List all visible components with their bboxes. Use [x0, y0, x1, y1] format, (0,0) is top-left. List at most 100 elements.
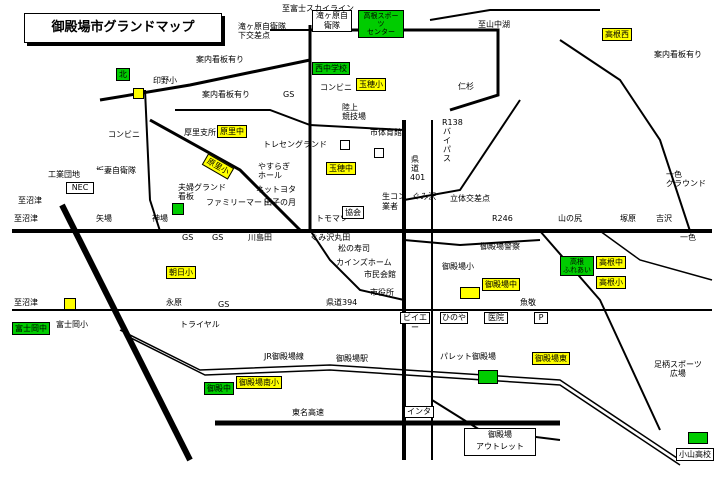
label-tomei: 東名高速	[292, 408, 324, 417]
label-konbini-1: コンビニ	[320, 83, 352, 92]
label-palette: パレット御殿場	[440, 352, 496, 361]
yamanakako-road	[310, 28, 500, 112]
label-sign-mid: 案内看板有り	[202, 90, 250, 99]
label-isshiki-ground: 一色 グラウンド	[666, 170, 706, 188]
label-sign-right: 案内看板有り	[654, 50, 702, 59]
label-shiminkaikan: 市民会館	[364, 270, 396, 279]
asahi-sho-school: 朝日小	[166, 266, 196, 279]
label-toreseng: トレセングランド	[263, 140, 327, 149]
palette-marker	[478, 370, 498, 384]
label-kumisawa-ta: ぐみ沢丸田	[310, 233, 351, 242]
haruri-road	[175, 109, 405, 131]
tamaho-sho-school: 玉穂小	[356, 78, 386, 91]
label-netto: ネットヨタ	[256, 185, 296, 194]
label-rikujo: 陸上 競技場	[342, 103, 366, 121]
tamaho-chu-school: 玉穂中	[326, 162, 356, 175]
outlet-building: 御殿場 アウトレット	[464, 428, 536, 456]
label-ashigara: 足柄スポーツ 広場	[654, 360, 702, 378]
label-toraiya: トライヤル	[180, 320, 220, 329]
label-yabashi: 矢場	[96, 214, 112, 223]
clinic: 医院	[484, 312, 508, 324]
label-kokusai: 厚里支所	[184, 128, 216, 137]
kouri-chu-school: 原里中	[217, 125, 247, 138]
label-ichiiro: 一色	[680, 233, 696, 242]
label-route-138: R138バイパス	[442, 118, 463, 163]
parking: P	[534, 312, 548, 324]
label-seikon: 生コン	[382, 192, 406, 201]
label-gotemba-sho-text: 御殿場小	[442, 262, 474, 271]
gym-marker	[374, 148, 384, 158]
label-takigahara-junction: 滝ヶ原自衛隊 下交差点	[238, 22, 286, 40]
jr-railway-2	[124, 334, 681, 466]
label-yamanojiri: 山の尻	[558, 214, 582, 223]
label-kumisawa: ぐみ沢	[412, 192, 437, 201]
label-inno-school: 印野小	[153, 76, 177, 85]
label-tomatsu: トモマツ	[316, 214, 348, 223]
label-gyoumu: 業者	[382, 202, 398, 211]
label-konbini-2: コンビニ	[108, 130, 140, 139]
inter-box: インター	[404, 406, 434, 426]
label-tsukahara: 塚原	[620, 214, 636, 223]
takane-nishi-school: 高根西	[602, 28, 632, 41]
takigahara-school: 滝ヶ原自衛隊	[312, 10, 352, 32]
label-yasuragi: やすらぎ ホール	[258, 162, 290, 180]
gotemba-higashi-school: 御殿場東	[532, 352, 570, 365]
gotemba-sho-marker	[460, 287, 480, 299]
label-fujioka-sho: 富士岡小	[56, 320, 88, 329]
gotemba-chu-school: 御殿場中	[482, 278, 520, 291]
label-kendo-401: 県道401	[410, 155, 426, 182]
north-east-road	[429, 9, 600, 21]
kouri-diagonal	[149, 118, 302, 232]
label-nire: 仁杉	[458, 82, 474, 91]
east-diag-road	[559, 39, 691, 232]
label-gotemba-eki: 御殿場駅	[336, 354, 368, 363]
nec-building: NEC	[66, 182, 94, 194]
takane-chu-school: 高根中	[596, 256, 626, 269]
fujioka-sho-marker	[64, 298, 76, 310]
label-r246: R246	[492, 214, 513, 223]
inno-road	[144, 89, 161, 232]
label-kainzu: カインズホーム	[336, 258, 392, 267]
label-kendo-394: 県道394	[326, 298, 358, 307]
oyama-school: 小山高校	[676, 448, 714, 461]
label-nagahara: 永原	[166, 298, 182, 307]
map-title: 御殿場市グランドマップ	[24, 13, 222, 43]
label-gotemba-keisatsu: 御殿場警察	[480, 242, 520, 251]
ashigara-marker	[688, 432, 708, 444]
ichiiro-road	[599, 230, 713, 281]
label-yoshizawa: 吉沢	[656, 214, 672, 223]
label-to-numazu-1: 至沼津	[18, 196, 42, 205]
kumisawa-road	[309, 229, 405, 301]
kyokai-box: 協会	[342, 206, 364, 219]
label-uoshika: 魚敬	[520, 298, 536, 307]
label-family: ファミリーマート	[206, 198, 270, 207]
route-246-branch	[403, 239, 541, 247]
label-to-numazu-2: 至沼津	[14, 214, 38, 223]
south-east-road	[539, 230, 661, 431]
hinoya-shop: ひのや	[440, 312, 468, 324]
label-matsunosushi: 松の寿司	[338, 244, 370, 253]
label-sign-top: 案内看板有り	[196, 55, 244, 64]
label-itabazuma: 板妻自衛隊	[96, 166, 136, 175]
label-gs-4: GS	[218, 300, 230, 309]
kita-box: 北	[116, 68, 130, 81]
bikan-shop: ビイエー	[400, 312, 430, 332]
label-fuji-skyline: 至富士スカイライン	[282, 4, 354, 13]
east-road	[403, 99, 521, 201]
label-gs-1: GS	[283, 90, 295, 99]
label-jinba: 神場	[152, 214, 168, 223]
gotemba-minami-chu-school: 御殿中	[204, 382, 234, 395]
nishi-chu-school: 西中学校	[312, 62, 350, 75]
kouhashi-marker	[172, 203, 184, 215]
label-shiyakusho: 市役所	[370, 288, 394, 297]
label-kouhashi: 夫婦グランド 看板	[178, 183, 226, 201]
north-road	[99, 58, 311, 102]
label-gs-2: GS	[212, 233, 224, 242]
rikujo-marker	[340, 140, 350, 150]
takane-sports-center: 高根スポーツ センター	[358, 10, 404, 38]
label-kawashima: 川島田	[248, 233, 272, 242]
label-to-yamanakako: 至山中湖	[478, 20, 510, 29]
fujioka-chu-school: 富士岡中	[12, 322, 50, 335]
label-kogahara: 至沼津	[14, 298, 38, 307]
